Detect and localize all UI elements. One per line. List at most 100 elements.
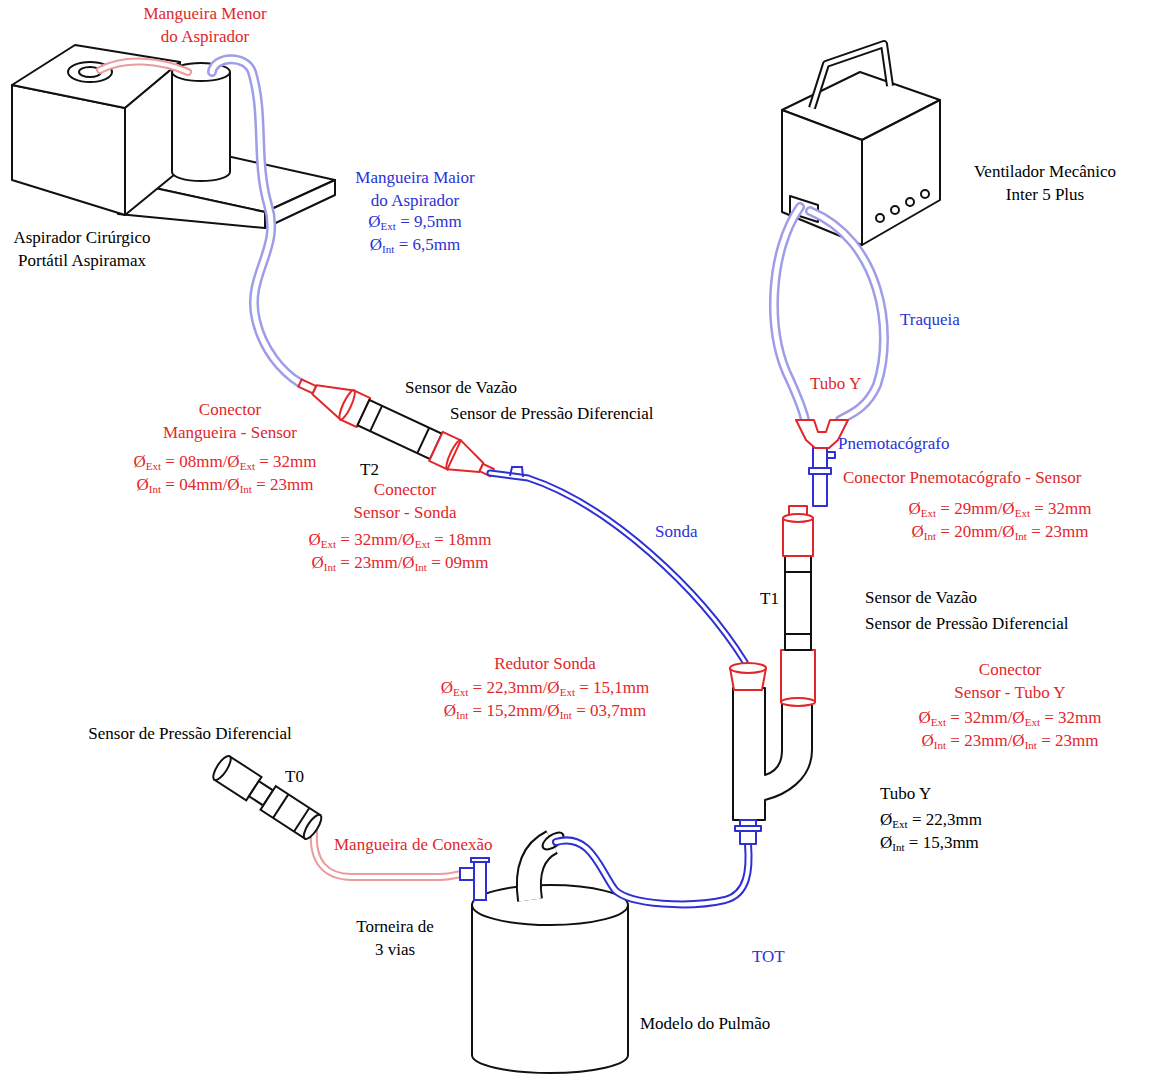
large-hose-inner (212, 59, 300, 383)
label-text: = 23mm (1037, 731, 1099, 750)
label-text: Ø (922, 731, 934, 750)
part-label: Pnemotacógrafo (838, 432, 949, 455)
pneumotach-port (827, 452, 835, 458)
label-text: = 6,5mm (394, 235, 460, 254)
label-line: Tubo Y (810, 372, 861, 395)
label-text: Sensor de Pressão Diferencial (450, 404, 653, 423)
part-label: Modelo do Pulmão (640, 1012, 770, 1035)
part-label: Traqueia (900, 308, 960, 331)
aspirator-drawing (12, 45, 335, 228)
part-label: Sonda (655, 520, 698, 543)
flow-sensor-band (417, 428, 429, 453)
label-text: TOT (752, 947, 785, 966)
probe-reducer-rim (730, 663, 766, 673)
ventilator-handle-inner (812, 44, 890, 108)
label-text: Modelo do Pulmão (640, 1014, 770, 1033)
label-text: Traqueia (900, 310, 960, 329)
lung-neck-inner (529, 842, 552, 900)
small-hose-inner (100, 62, 188, 72)
label-text: = 22,3mm/ (468, 678, 547, 697)
label-line: do Aspirador (355, 189, 474, 212)
label-text: Mangueira de Conexão (334, 835, 493, 854)
label-line: Aspirador Cirúrgico (13, 226, 150, 249)
aspirator-jar (172, 72, 230, 181)
connector-cone (447, 440, 488, 482)
label-line: Sensor - Sonda (354, 501, 457, 524)
label-line: T1 (760, 587, 779, 610)
part-label: Conector Sensor - Tubo Y (954, 658, 1065, 704)
subscript: Ext (381, 220, 396, 232)
label-line: ØExt = 22,3mm/ØExt = 15,1mm (441, 676, 650, 699)
dimension-label: ØInt = 23mm/ØInt = 09mm (312, 551, 489, 574)
large-hose-outline (212, 59, 300, 383)
probe-inner (490, 473, 745, 662)
dimension-label: ØInt = 04mm/ØInt = 23mm (137, 473, 314, 496)
part-label: T2 (360, 458, 379, 481)
label-text: = 23mm/ (336, 553, 402, 572)
label-line: ØExt = 22,3mm (880, 808, 982, 831)
label-text: = 32mm (1030, 499, 1092, 518)
label-line: ØInt = 15,2mm/ØInt = 03,7mm (444, 699, 646, 722)
tot-inner (556, 840, 749, 904)
label-text: Ø (441, 678, 453, 697)
dimension-label: ØInt = 6,5mm (370, 233, 460, 256)
label-text: = 32mm (1040, 708, 1102, 727)
label-text: Ventilador Mecânico (974, 162, 1116, 181)
label-text: Mangueira - Sensor (163, 423, 297, 442)
label-text: = 9,5mm (396, 212, 462, 231)
part-label: Redutor Sonda (494, 652, 596, 675)
label-text: Ø (402, 553, 414, 572)
label-text: = 15,1mm (575, 678, 649, 697)
label-line: Conector (954, 658, 1065, 681)
subscript: Int (149, 483, 161, 495)
probe-outline (490, 473, 745, 662)
subscript: Ext (1025, 716, 1040, 728)
trachea-hose-inner (774, 207, 805, 420)
subscript: Ext (560, 686, 575, 698)
label-line: Conector (354, 478, 457, 501)
label-line: Sensor de Pressão Diferencial (865, 612, 1068, 635)
label-line: Ventilador Mecânico (974, 160, 1116, 183)
label-text: Pnemotacógrafo (838, 434, 949, 453)
part-label: Conector Sensor - Sonda (354, 478, 457, 524)
label-line: Conector (163, 398, 297, 421)
label-text: Sonda (655, 522, 698, 541)
label-line: Tubo Y (880, 782, 931, 805)
label-line: Sensor - Tubo Y (954, 681, 1065, 704)
sensor-end (210, 754, 234, 783)
subscript: Int (456, 709, 468, 721)
label-line: ØInt = 20mm/ØInt = 23mm (912, 520, 1089, 543)
label-text: Sensor de Vazão (405, 378, 517, 397)
label-line: Inter 5 Plus (974, 183, 1116, 206)
label-text: Ø (1012, 708, 1024, 727)
label-line: Mangueira Menor (143, 2, 266, 25)
label-text: Ø (880, 810, 892, 829)
subscript: Int (924, 530, 936, 542)
lung-top (472, 885, 628, 925)
label-text: T1 (760, 589, 779, 608)
right-stack (730, 446, 835, 844)
lung-model-drawing (472, 885, 628, 1073)
label-text: = 15,3mm (905, 833, 979, 852)
ventilator-drawing (782, 44, 940, 245)
subscript: Int (324, 561, 336, 573)
flow-sensor-body (785, 556, 811, 650)
label-line: Sensor de Pressão Diferencial (450, 402, 653, 425)
part-label: Mangueira Menor do Aspirador (143, 2, 266, 48)
tot-outline (556, 840, 749, 904)
subscript: Int (382, 243, 394, 255)
part-label: Sensor de Vazão (405, 376, 517, 399)
label-line: 3 vias (356, 938, 434, 961)
dimension-label: ØExt = 32mm/ØExt = 32mm (918, 706, 1101, 729)
label-text: Ø (402, 530, 414, 549)
label-text: Ø (880, 833, 892, 852)
label-text: = 22,3mm (908, 810, 982, 829)
label-text: Ø (1002, 499, 1014, 518)
tube-y-flange (735, 826, 761, 831)
label-line: ØInt = 23mm/ØInt = 23mm (922, 729, 1099, 752)
part-label: Conector Pnemotacógrafo - Sensor (843, 466, 1081, 489)
label-text: Tubo Y (810, 374, 861, 393)
label-text: = 03,7mm (572, 701, 646, 720)
subscript: Int (240, 483, 252, 495)
label-line: ØExt = 32mm/ØExt = 18mm (308, 528, 491, 551)
